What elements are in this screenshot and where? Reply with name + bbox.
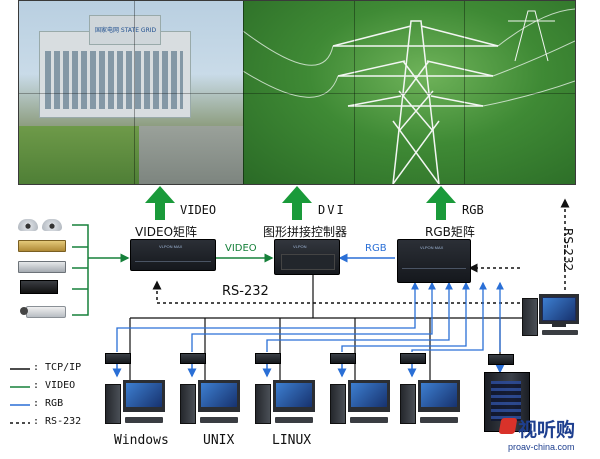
bullet-camera-lens <box>20 307 28 315</box>
pc1-keyboard <box>125 417 163 423</box>
os-label-linux: LINUX <box>272 433 312 448</box>
control-pc-tower <box>522 298 538 336</box>
pc3-tower <box>255 384 271 424</box>
converter-box-5 <box>400 353 426 364</box>
pc3-keyboard <box>275 417 313 423</box>
control-pc-keyboard <box>542 330 578 335</box>
rgb-up-lines <box>116 281 504 352</box>
workstation-pc-1 <box>105 380 165 426</box>
legend-tcp: : TCP/IP <box>33 362 82 373</box>
dome-camera-a <box>18 219 38 231</box>
os-label-unix: UNIX <box>203 433 235 448</box>
converter-box-4 <box>330 353 356 364</box>
control-pc-stand <box>552 324 566 327</box>
tower-photo <box>243 1 575 184</box>
building-photo: 国家电网 STATE GRID <box>19 1 243 184</box>
legend-rs232: : RS-232 <box>33 416 82 427</box>
video-wall: 国家电网 STATE GRID <box>18 0 576 185</box>
controller-panel <box>281 254 335 270</box>
workstation-pc-4 <box>330 380 390 426</box>
legend-swatches <box>10 368 30 424</box>
workstation-pc-2 <box>180 380 240 426</box>
rgb-matrix-brand: VLPON MAX <box>420 245 444 250</box>
rack-server-glow <box>491 381 521 421</box>
pc1-monitor <box>123 380 165 412</box>
legend-rgb: : RGB <box>33 398 64 409</box>
pc4-screen <box>351 383 387 407</box>
converter-box-2 <box>180 353 206 364</box>
pc2-tower <box>180 384 196 424</box>
controller-brand: VLPON <box>293 244 307 249</box>
video-matrix-device: VLPON MAX <box>130 239 216 271</box>
video-link-label: VIDEO <box>225 243 257 254</box>
pc2-keyboard <box>200 417 238 423</box>
bezel-h1 <box>19 93 575 94</box>
workstation-pc-5 <box>400 380 460 426</box>
controller-title: 图形拼接控制器 <box>263 225 348 239</box>
converter-box-3 <box>255 353 281 364</box>
rack-server <box>484 372 530 432</box>
rgb-matrix-stripe <box>402 268 466 269</box>
pc1-screen <box>126 383 162 407</box>
building-sign: 国家电网 STATE GRID <box>95 27 157 34</box>
pc1-tower <box>105 384 121 424</box>
watermark-logo-icon <box>498 418 518 434</box>
dome-camera-b <box>42 219 62 231</box>
os-label-windows: Windows <box>114 433 169 448</box>
bullet-camera-icon <box>20 303 66 319</box>
pc3-screen <box>276 383 312 407</box>
pc3-monitor <box>273 380 315 412</box>
bezel-v4 <box>464 1 465 184</box>
pc2-screen <box>201 383 237 407</box>
pc2-monitor <box>198 380 240 412</box>
legend-video: : VIDEO <box>33 380 76 391</box>
bezel-v2 <box>243 1 244 184</box>
pc5-keyboard <box>420 417 458 423</box>
bezel-v1 <box>134 1 135 184</box>
pc4-monitor <box>348 380 390 412</box>
control-pc-screen <box>543 298 575 320</box>
controller-device: VLPON <box>274 239 340 275</box>
workstation-pc-3 <box>255 380 315 426</box>
dvi-arrow-label: DVI <box>318 203 346 217</box>
rs232-lines <box>152 198 570 304</box>
pc5-tower <box>400 384 416 424</box>
rgb-matrix-title: RGB矩阵 <box>425 225 475 239</box>
green-up-arrows <box>145 186 456 220</box>
rgb-link-label: RGB <box>365 243 387 254</box>
control-pc-monitor <box>539 294 579 324</box>
building-windows <box>45 51 183 109</box>
building-road <box>139 126 243 184</box>
dvd-player-icon <box>18 261 66 273</box>
recorder-icon <box>20 280 58 294</box>
watermark-url: proav-china.com <box>508 442 575 452</box>
watermark-brand: 视听购 <box>518 419 576 441</box>
video-matrix-stripe <box>135 261 211 262</box>
pc5-screen <box>421 383 457 407</box>
bezel-v3 <box>354 1 355 184</box>
tower-drawing <box>243 8 575 184</box>
bullet-camera-body <box>26 306 66 318</box>
building-tower <box>89 15 161 45</box>
rs232-side-label: RS-232 <box>561 228 575 272</box>
pc4-keyboard <box>350 417 388 423</box>
video-matrix-brand: VLPON MAX <box>159 244 183 249</box>
video-matrix-title: VIDEO矩阵 <box>135 225 198 239</box>
pc4-tower <box>330 384 346 424</box>
dome-camera-icon <box>18 217 64 233</box>
video-player-icon <box>18 240 66 252</box>
video-arrow-label: VIDEO <box>180 203 217 217</box>
converter-box-1 <box>105 353 131 364</box>
pc5-monitor <box>418 380 460 412</box>
rgb-matrix-device: VLPON MAX <box>397 239 471 283</box>
converter-box-6 <box>488 354 514 365</box>
video-source-lines <box>72 224 274 316</box>
rs232-main-label: RS-232 <box>222 284 269 299</box>
converter-arrows <box>112 362 505 378</box>
rgb-arrow-label: RGB <box>462 203 484 217</box>
control-pc <box>522 292 580 338</box>
